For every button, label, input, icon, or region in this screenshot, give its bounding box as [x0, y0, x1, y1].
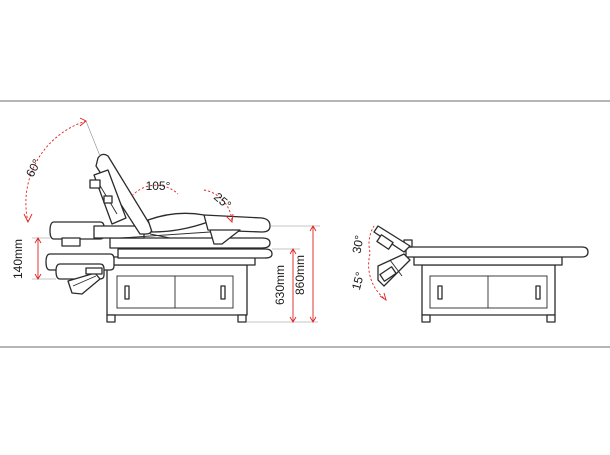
cabinet-handle-left: [124, 285, 130, 300]
leg-mechanism: [209, 229, 241, 245]
head-bracket: [61, 237, 81, 247]
height-low-label: 140mm: [11, 239, 25, 279]
arc-arrow-top: [79, 117, 87, 127]
end-head-bracket-up: [376, 234, 394, 250]
foot-left: [106, 314, 116, 323]
end-angle-up-arc: [368, 225, 375, 253]
height-min-dimension: 630mm: [247, 248, 318, 323]
end-angle-down-marker: 15°: [349, 253, 387, 302]
head-cushion: [49, 221, 105, 240]
angle-knee-marker: 105°: [131, 179, 179, 197]
cabinet-handle-right: [220, 285, 226, 300]
lower-frame-rail: [117, 248, 273, 259]
height-min-label: 630mm: [273, 265, 287, 305]
angle-backrest-marker: 60°: [23, 117, 101, 224]
cabinet-doors: [116, 275, 234, 309]
seat-cushion: [147, 212, 209, 233]
end-handle-left: [437, 285, 443, 300]
angle-knee-arc: [131, 184, 179, 197]
end-angle-up-label: 30°: [350, 234, 367, 254]
height-max-dimension: 860mm: [270, 225, 320, 323]
foot-right: [237, 314, 247, 323]
backrest-hinge-block: [89, 179, 101, 189]
end-angle-up-marker: 30°: [350, 225, 375, 254]
end-foot-left: [421, 314, 431, 323]
end-cabinet: [413, 256, 563, 323]
end-angle-down-label: 15°: [349, 270, 367, 291]
lowered-table: [45, 248, 273, 295]
end-handle-right: [535, 285, 541, 300]
angle-foot-arc: [203, 189, 233, 223]
arc-arrow-bottom: [23, 213, 33, 224]
end-foot-right: [546, 314, 556, 323]
angle-knee-label: 105°: [146, 179, 171, 193]
foot-arc-arrow: [225, 213, 234, 223]
end-cabinet-plate: [413, 256, 563, 266]
side-cabinet: [99, 256, 256, 323]
end-table-top: [405, 246, 589, 258]
end-angle-down-arc: [368, 253, 387, 301]
end-cabinet-doors: [429, 275, 548, 309]
backrest-hinge-block-2: [103, 195, 113, 204]
end-arc-arrow: [379, 292, 387, 302]
height-low-dimension: 140mm: [11, 237, 56, 280]
raised-table: [49, 153, 271, 249]
end-head-bracket-down: [379, 266, 397, 282]
end-headrest-up: [373, 225, 411, 253]
lower-head-bracket: [85, 267, 103, 275]
angle-foot-label: 25°: [211, 190, 234, 213]
angle-backrest-label: 60°: [23, 157, 44, 180]
height-max-label: 860mm: [293, 255, 307, 295]
upper-frame-rail: [109, 237, 271, 249]
end-view: 30° 15°: [349, 225, 589, 323]
angle-backrest-arc: [25, 120, 87, 223]
side-view: 60° 105° 25° 140mm 630mm: [11, 117, 320, 323]
